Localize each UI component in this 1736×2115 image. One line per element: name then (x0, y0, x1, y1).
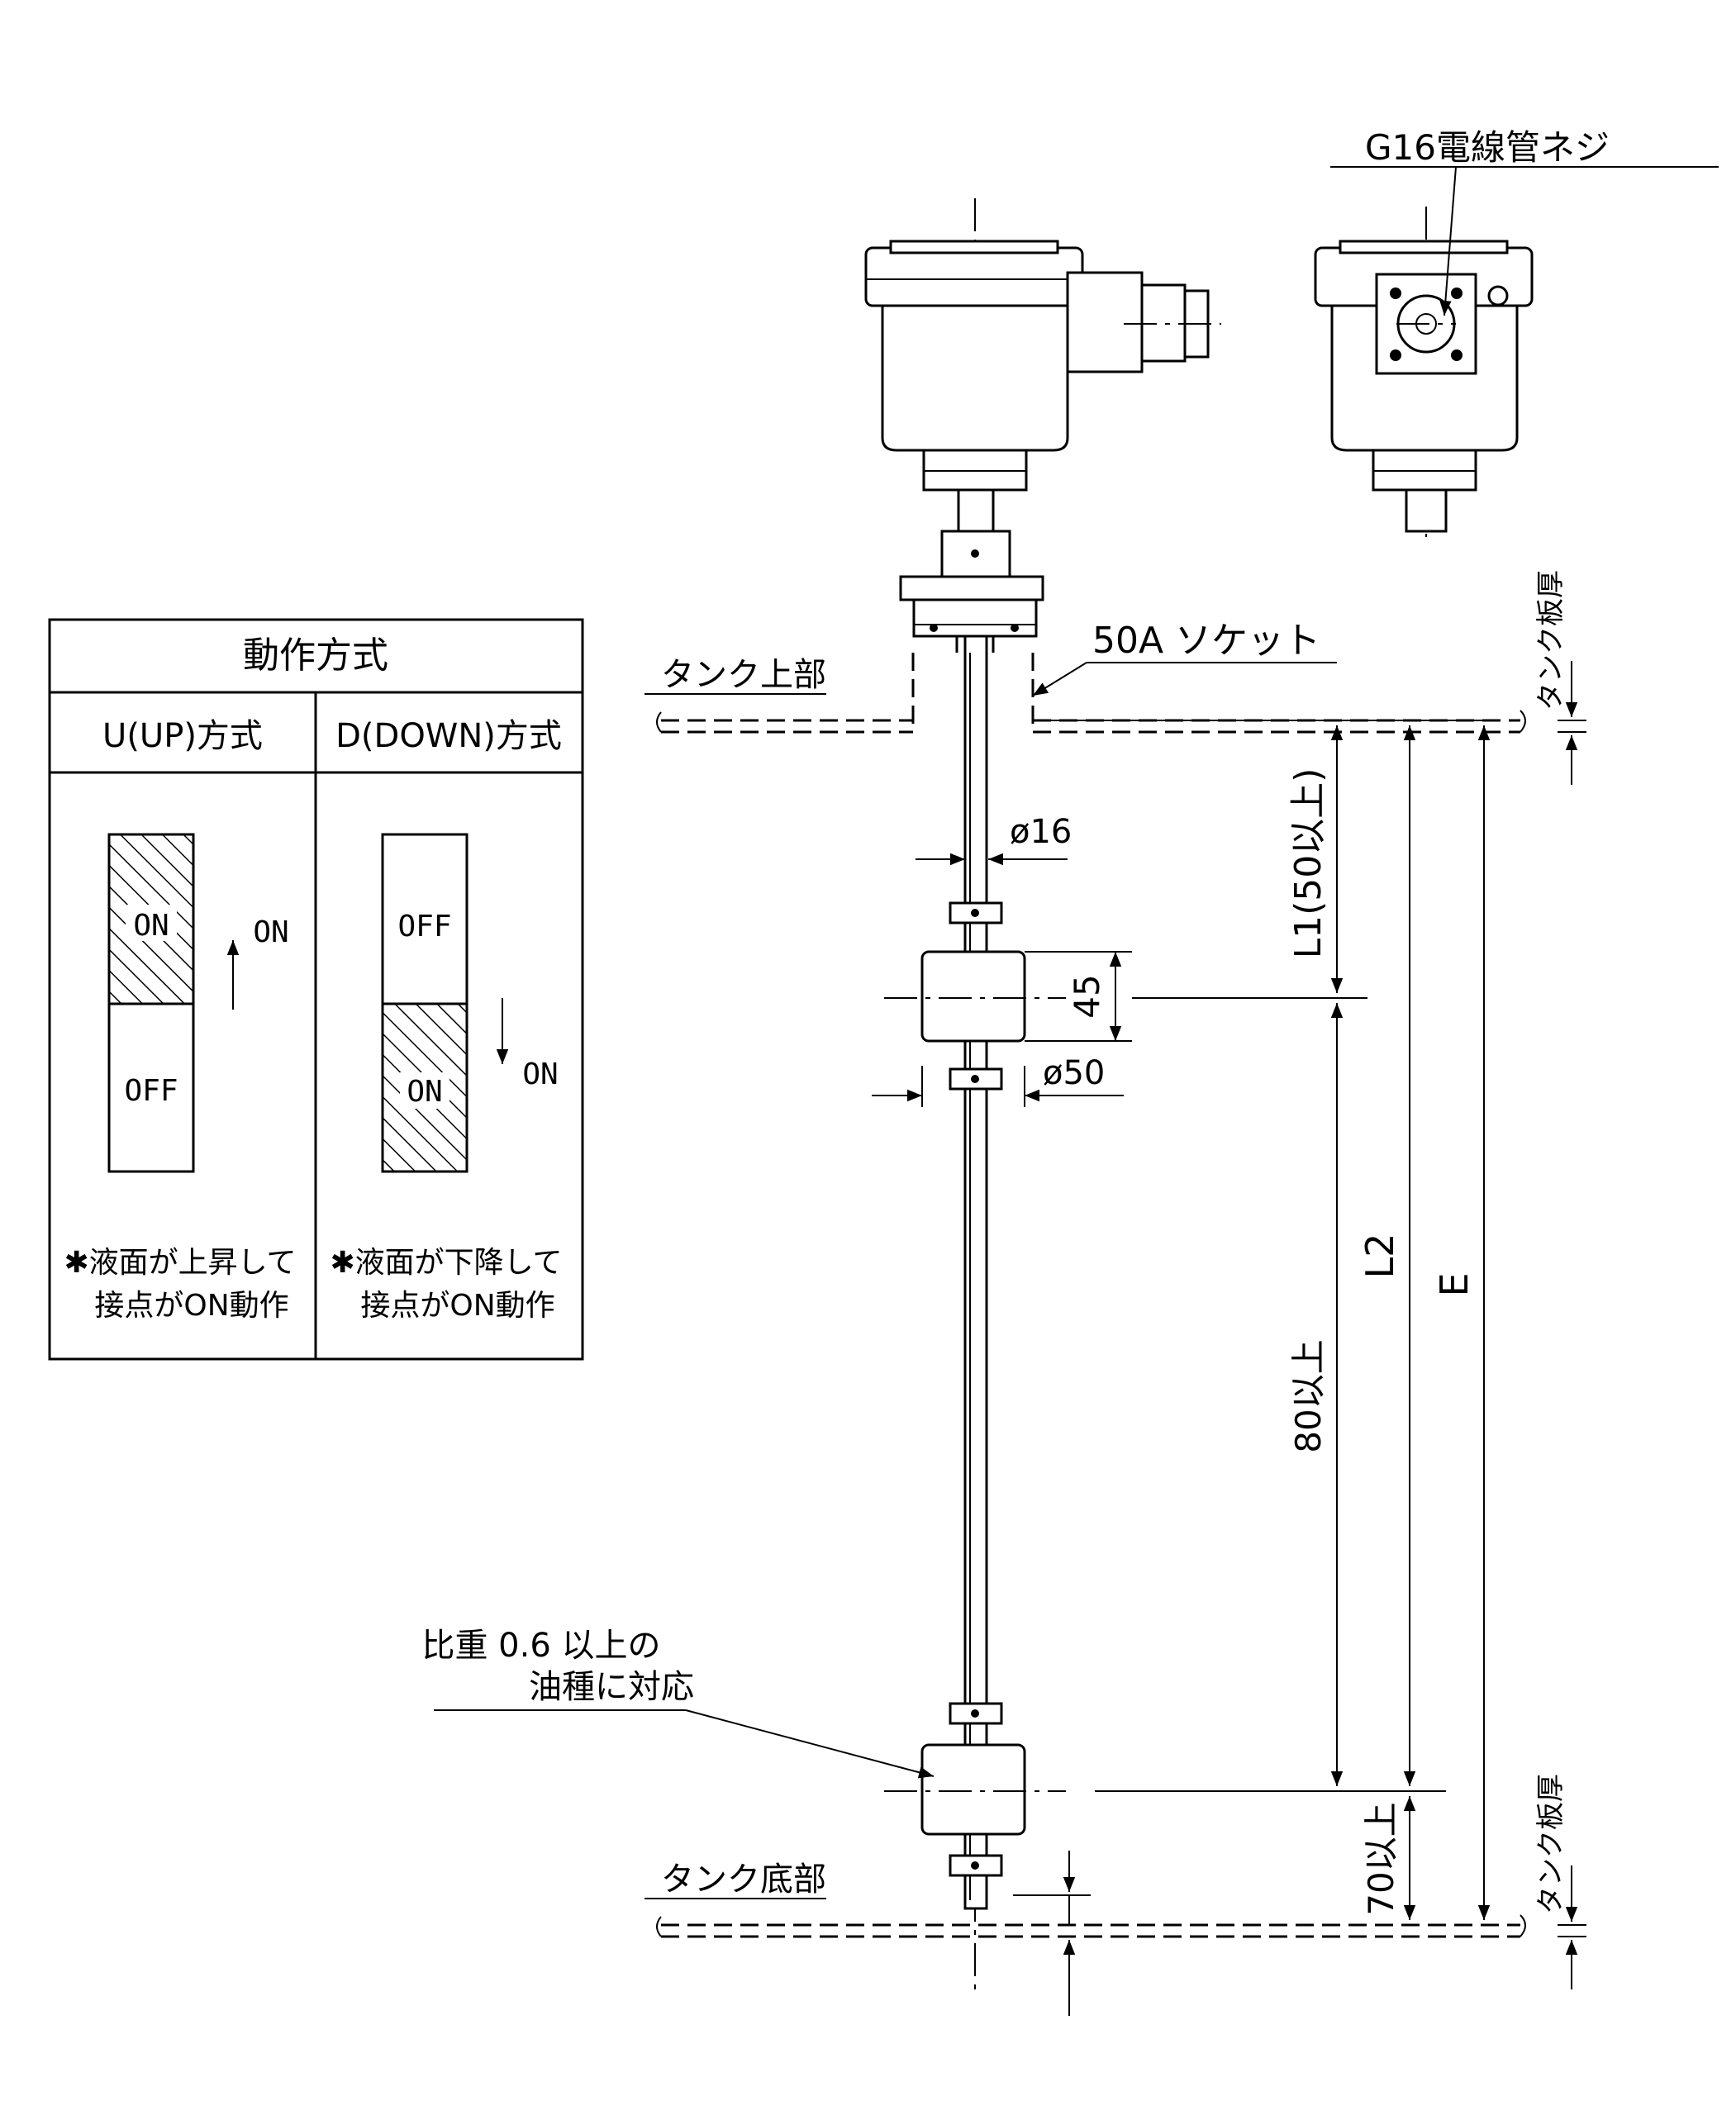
up-note-line1: ✱液面が上昇して (64, 1246, 296, 1280)
up-note-line2: 接点がON動作 (94, 1289, 288, 1323)
up-arrow-label: ON (253, 915, 288, 949)
tank-bottom-label: タンク底部 (661, 1861, 826, 1899)
down-note-line1: ✱液面が下降して (330, 1246, 562, 1280)
conduit-thread-label: G16電線管ネジ (1365, 127, 1610, 168)
E-label: E (1432, 1272, 1477, 1296)
min-70-label: 70以上 (1361, 1802, 1401, 1915)
switch-head-side (1314, 207, 1534, 537)
gravity-note-line1: 比重 0.6 以上の (421, 1627, 660, 1665)
down-mode-header: D(DOWN)方式 (335, 717, 562, 755)
up-mode-header: U(UP)方式 (102, 717, 263, 755)
down-note-line2: 接点がON動作 (360, 1289, 554, 1323)
float-diameter-label: ø50 (1043, 1054, 1105, 1092)
down-arrow-label: ON (522, 1058, 558, 1091)
tank-thickness-top-label: タンク板厚 (1534, 570, 1567, 711)
guide-rod (963, 634, 988, 1910)
lower-float (884, 1702, 1066, 1877)
up-off-label: OFF (124, 1074, 178, 1108)
rod-diameter-label: ø16 (1010, 813, 1072, 851)
tank-top-label: タンク上部 (661, 656, 826, 694)
up-on-label: ON (133, 909, 169, 943)
socket-label: 50A ソケット (1092, 620, 1320, 662)
float-height-label: 45 (1067, 974, 1107, 1018)
table-title: 動作方式 (243, 634, 388, 677)
leader-lines (434, 166, 1719, 1899)
down-off-label: OFF (397, 910, 451, 943)
up-indicator: ON OFF ON (107, 833, 289, 1173)
tank-bottom-wall (656, 1914, 1526, 1938)
down-on-label: ON (407, 1075, 442, 1109)
dimension-lines (872, 661, 1586, 2016)
min-80-label: 80以上 (1288, 1339, 1329, 1452)
L2-label: L2 (1358, 1233, 1402, 1279)
down-indicator: OFF ON ON (381, 833, 559, 1173)
upper-float (884, 901, 1066, 1091)
L1-label: L1(50以上) (1287, 768, 1329, 959)
tank-thickness-bottom-label: タンク板厚 (1534, 1774, 1567, 1914)
gravity-note-line2: 油種に対応 (529, 1668, 694, 1706)
operation-table: 動作方式 U(UP)方式 D(DOWN)方式 ON OFF ON OFF ON … (48, 618, 584, 1361)
